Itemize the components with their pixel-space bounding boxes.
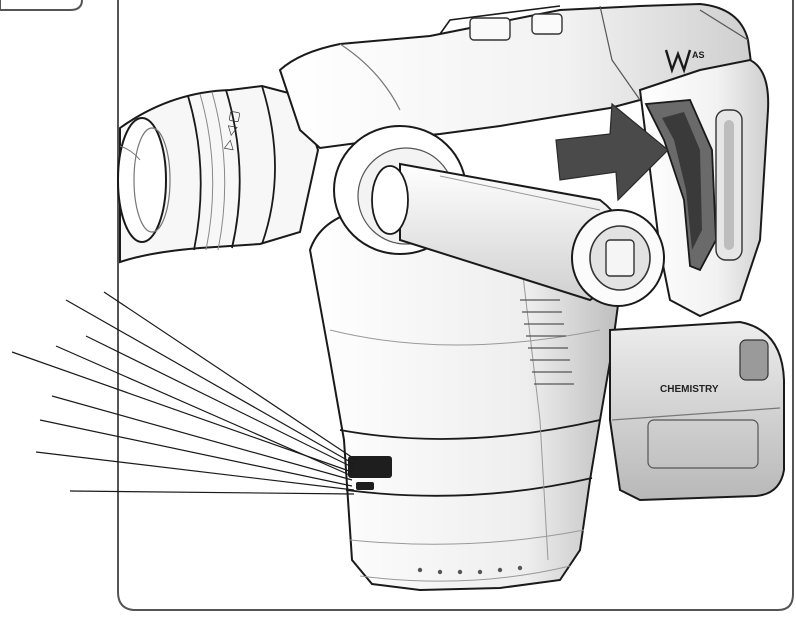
svg-text:▷ ◁ ▢: ▷ ◁ ▢: [220, 109, 242, 151]
callout-lines: [11, 291, 357, 495]
svg-text:AS: AS: [692, 50, 705, 60]
callout-line: [65, 299, 355, 465]
upper-housing: AS: [278, 2, 754, 150]
mode-window: [348, 456, 392, 478]
callout-line: [35, 451, 355, 491]
callout-line: [69, 490, 355, 495]
side-handle: [333, 125, 665, 307]
lower-housing: [308, 206, 622, 592]
direction-arrow: [555, 102, 669, 202]
callout-line: [85, 335, 355, 469]
corner-tab: [0, 0, 83, 11]
callout-line: [39, 419, 353, 487]
callout-line: [55, 345, 353, 477]
battery-pack: CHEMISTRY: [609, 320, 785, 502]
rotary-hammer-drill: ▷ ◁ ▢ AS: [117, 2, 785, 592]
callout-line: [11, 351, 353, 473]
callout-line: [51, 395, 353, 481]
chuck: ▷ ◁ ▢: [117, 84, 320, 264]
figure-frame: [117, 0, 794, 611]
battery-label: CHEMISTRY: [660, 384, 719, 395]
callout-line: [103, 291, 357, 461]
rear-handle: [638, 58, 770, 318]
